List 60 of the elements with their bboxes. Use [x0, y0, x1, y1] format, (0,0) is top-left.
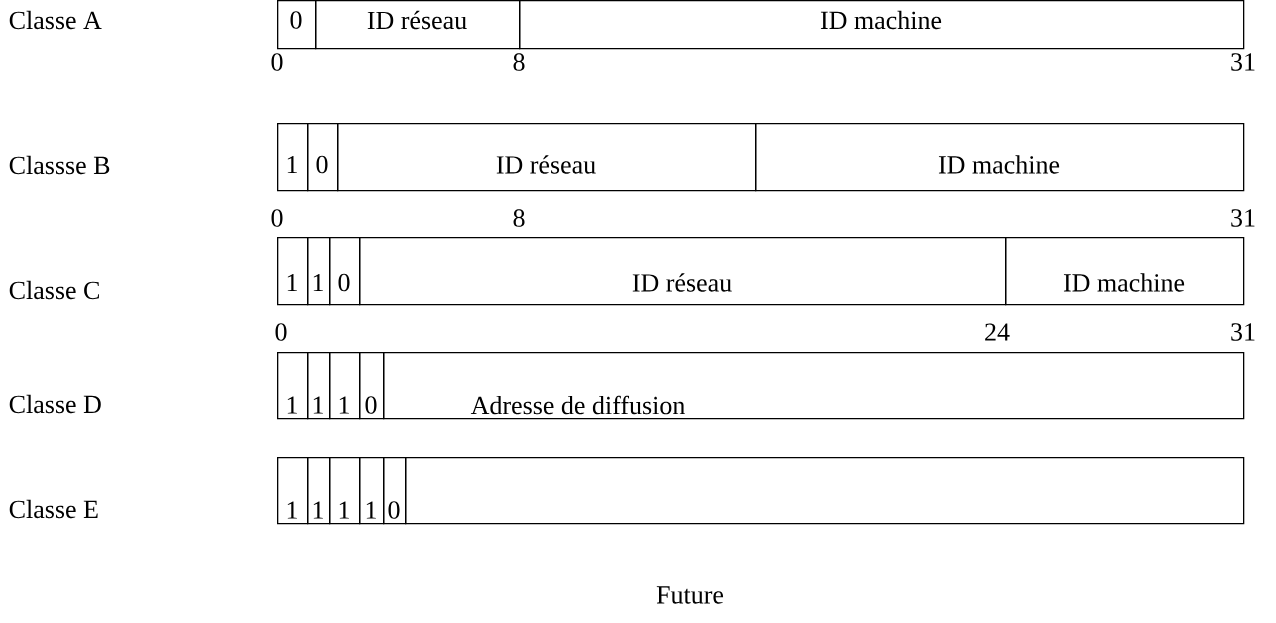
bit-field-box — [383, 352, 1245, 420]
bit-position: 0 — [271, 209, 283, 227]
node-label: ID machine — [938, 155, 1060, 174]
node-label: ID machine — [1063, 273, 1185, 292]
bit-field-box — [405, 457, 1245, 525]
bit-field-box — [519, 0, 1245, 50]
bit-field-box — [383, 457, 407, 525]
bit-field-box — [277, 352, 309, 420]
bit-field-box — [337, 123, 757, 192]
class-name: Classe C — [9, 280, 99, 300]
node-label: 1 — [287, 396, 297, 414]
bit-field-box — [307, 457, 331, 525]
bit-position: 8 — [513, 53, 525, 71]
bit-field-box — [277, 0, 317, 50]
class-name: Classe E — [9, 499, 98, 519]
bit-field-box — [359, 457, 385, 525]
node-label: 0 — [316, 155, 328, 174]
bit-position: 8 — [513, 209, 525, 227]
bit-position: 24 — [985, 323, 1010, 341]
node-label: 1 — [287, 501, 297, 519]
bit-field-box — [277, 123, 309, 192]
bit-field-box — [329, 352, 361, 420]
node-label: 0 — [365, 396, 377, 414]
node-label: ID machine — [820, 10, 942, 30]
bit-field-box — [315, 0, 521, 50]
bit-position: 31 — [1231, 323, 1255, 341]
bit-field-box — [1005, 237, 1245, 306]
node-label: Adresse de diffusion — [470, 395, 685, 415]
bit-field-box — [755, 123, 1245, 192]
node-label: ID réseau — [496, 155, 596, 174]
bit-field-box — [277, 457, 309, 525]
bit-field-box — [277, 237, 309, 306]
bit-position: 31 — [1231, 209, 1255, 227]
bit-field-box — [359, 237, 1007, 306]
bit-field-box — [307, 123, 339, 192]
node-label: 1 — [366, 501, 376, 519]
node-label: 1 — [339, 501, 349, 519]
bit-position: 0 — [271, 53, 283, 71]
node-label: ID réseau — [367, 10, 467, 30]
node-label: ID réseau — [632, 273, 732, 292]
node-label: 1 — [287, 273, 297, 292]
bit-field-box — [307, 237, 331, 306]
node-label: 1 — [339, 396, 349, 414]
class-name: Classe D — [9, 394, 101, 414]
node-label: 0 — [388, 501, 400, 519]
bit-field-box — [329, 457, 361, 525]
class-name: Classe A — [9, 10, 102, 30]
bit-field-box — [307, 352, 331, 420]
node-label: 0 — [338, 273, 350, 292]
class-name: Classse B — [9, 155, 110, 175]
node-label: 1 — [287, 155, 297, 174]
node-label: 1 — [313, 273, 323, 292]
bit-field-box — [329, 237, 361, 306]
caption-text: Future — [656, 586, 724, 604]
bit-position: 0 — [275, 323, 287, 341]
bit-field-box — [359, 352, 385, 420]
node-label: 0 — [290, 11, 302, 29]
bit-position: 31 — [1231, 53, 1255, 71]
node-label: 1 — [313, 501, 323, 519]
node-label: 1 — [313, 396, 323, 414]
